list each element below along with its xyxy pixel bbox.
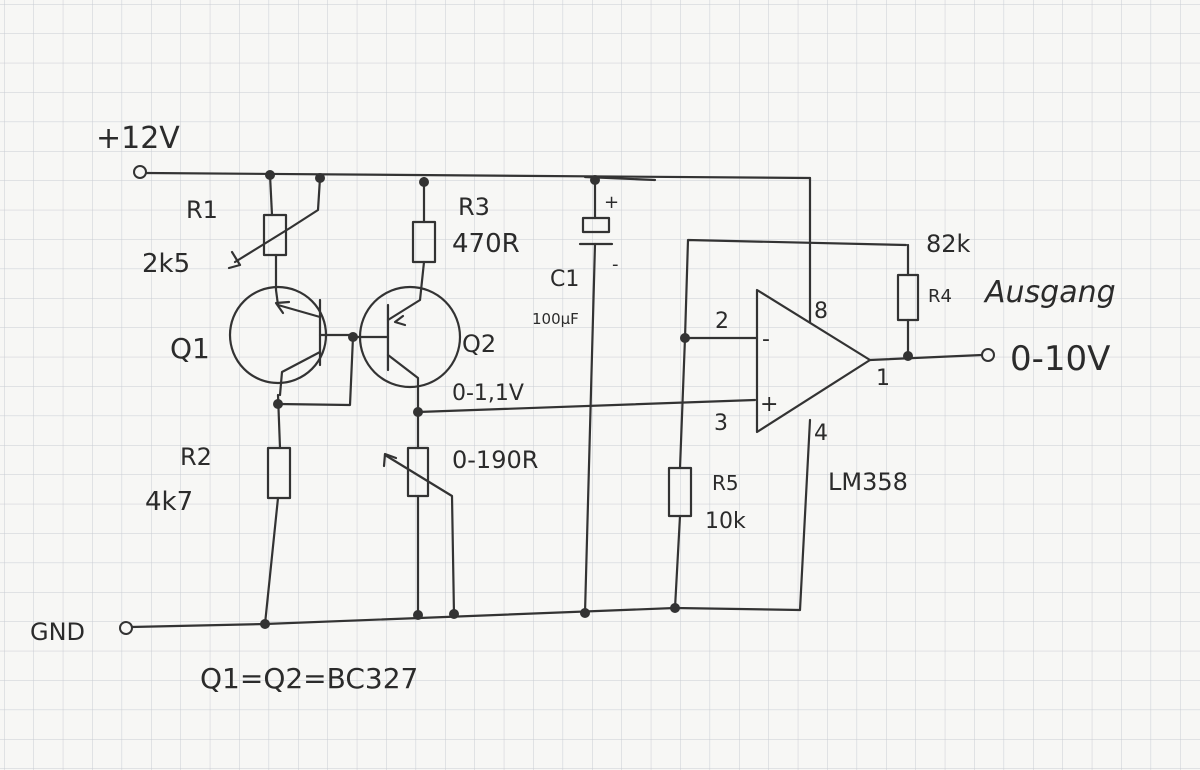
pin-2: 2 xyxy=(715,309,729,334)
r2-value: 4k7 xyxy=(145,487,193,517)
r3-name: R3 xyxy=(458,193,490,221)
ground-terminal[interactable] xyxy=(119,621,133,635)
r5-value: 10k xyxy=(705,509,746,534)
output-terminal[interactable] xyxy=(981,348,995,362)
q1-label: Q1 xyxy=(170,332,210,365)
supply-label: +12V xyxy=(96,121,180,156)
r2-name: R2 xyxy=(180,443,212,471)
resistor-r5 xyxy=(667,336,693,610)
r4-value: 82k xyxy=(926,230,971,258)
opamp-minus-sign: - xyxy=(762,327,770,352)
transistor-q2 xyxy=(276,260,462,412)
pin-3: 3 xyxy=(714,411,728,436)
r5-name: R5 xyxy=(712,471,739,495)
opamp-plus-sign: + xyxy=(760,392,778,417)
junction-dots xyxy=(260,170,913,629)
sense-voltage-label: 0-1,1V xyxy=(452,381,524,406)
opamp-name: LM358 xyxy=(828,468,908,496)
c1-minus: - xyxy=(612,254,619,275)
pin-1: 1 xyxy=(876,366,890,391)
opamp-lm358 xyxy=(683,176,984,612)
resistor-r1 xyxy=(227,173,322,292)
ground-label: GND xyxy=(30,618,85,646)
r4-name: R4 xyxy=(928,286,952,307)
output-label: Ausgang xyxy=(983,275,1116,310)
supply-terminal[interactable] xyxy=(133,165,147,179)
r1-name: R1 xyxy=(186,196,218,224)
ground-rail xyxy=(119,606,802,635)
r3-value: 470R xyxy=(452,229,520,259)
c1-plus: + xyxy=(604,192,619,213)
trimmer-resistor xyxy=(382,446,456,617)
pin-8: 8 xyxy=(814,299,828,324)
output-range: 0-10V xyxy=(1010,339,1110,379)
trimmer-value: 0-190R xyxy=(452,446,538,474)
q2-label: Q2 xyxy=(462,330,496,358)
c1-name: C1 xyxy=(550,267,579,292)
transistor-q1 xyxy=(228,285,355,397)
r1-value: 2k5 xyxy=(142,249,190,279)
transistor-note: Q1=Q2=BC327 xyxy=(200,662,418,695)
pin-4: 4 xyxy=(814,421,828,446)
feedback-network xyxy=(683,238,920,358)
c1-value: 100µF xyxy=(532,310,579,328)
capacitor-c1 xyxy=(578,178,614,615)
